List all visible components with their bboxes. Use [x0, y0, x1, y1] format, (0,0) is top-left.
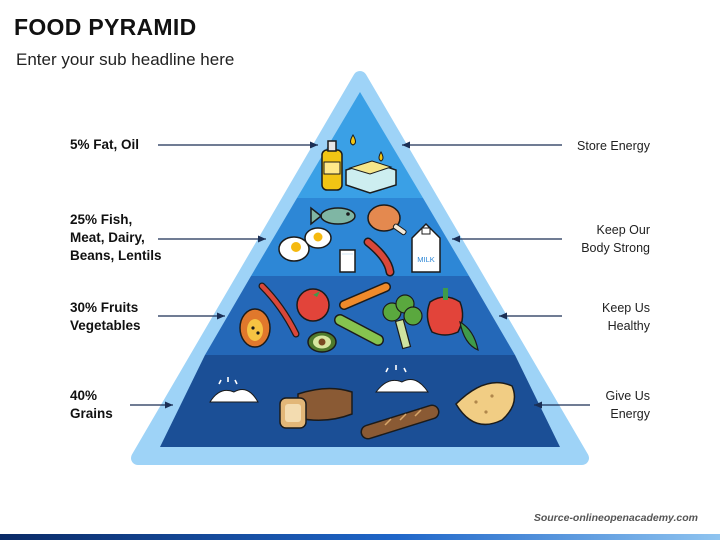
milk-carton-label: MILK: [417, 255, 435, 264]
milk-carton-icon: MILK: [411, 222, 441, 273]
broccoli-icon: [382, 294, 423, 350]
bottom-accent-bar: [0, 534, 720, 540]
level-fruits-vegetables-benefit: Keep Us Healthy: [602, 301, 650, 333]
level-fruits-vegetables-label: 30% Fruits Vegetables: [70, 300, 141, 333]
bread-loaf-icon: [279, 387, 353, 429]
level-fat-oil-benefit: Store Energy: [577, 139, 650, 153]
chili-pepper-icon: [258, 282, 300, 338]
potato-icon: [455, 381, 516, 426]
level-protein-benefit: Keep Our Body Strong: [581, 223, 650, 255]
rice-bowl-icon: [209, 377, 259, 403]
rice-pile-icon: [374, 365, 429, 393]
milk-glass-icon: [339, 249, 356, 273]
level-grains-benefit: Give Us Energy: [605, 389, 650, 421]
level-fat-oil-label: 5% Fat, Oil: [70, 137, 140, 152]
level-protein-label: 25% Fish, Meat, Dairy, Beans, Lentils: [70, 212, 162, 263]
pyramid-tier-fruits-vegetables: [205, 276, 515, 355]
papaya-icon: [239, 308, 271, 348]
avocado-icon: [307, 331, 337, 353]
tomato-icon: [296, 288, 330, 322]
page-title: FOOD PYRAMID: [14, 14, 197, 40]
carrot-icon: [339, 282, 391, 310]
source-credit: Source-onlineopenacademy.com: [533, 512, 698, 524]
sausage-icon: [363, 237, 395, 277]
baguette-icon: [360, 404, 440, 440]
cucumber-icon: [334, 314, 384, 346]
chicken-leg-icon: [367, 204, 407, 236]
butter-icon: [345, 160, 397, 194]
oil-bottle-icon: [321, 140, 343, 191]
level-grains-label: 40% Grains: [70, 388, 113, 421]
bell-pepper-icon: [426, 288, 464, 336]
page-subtitle: Enter your sub headline here: [16, 50, 235, 69]
fried-egg-icon: [278, 227, 332, 262]
leaf-icon: [459, 320, 479, 352]
oil-drop-icon: [350, 134, 384, 162]
fish-icon: [310, 206, 356, 226]
pyramid-tier-grains: [160, 355, 560, 447]
